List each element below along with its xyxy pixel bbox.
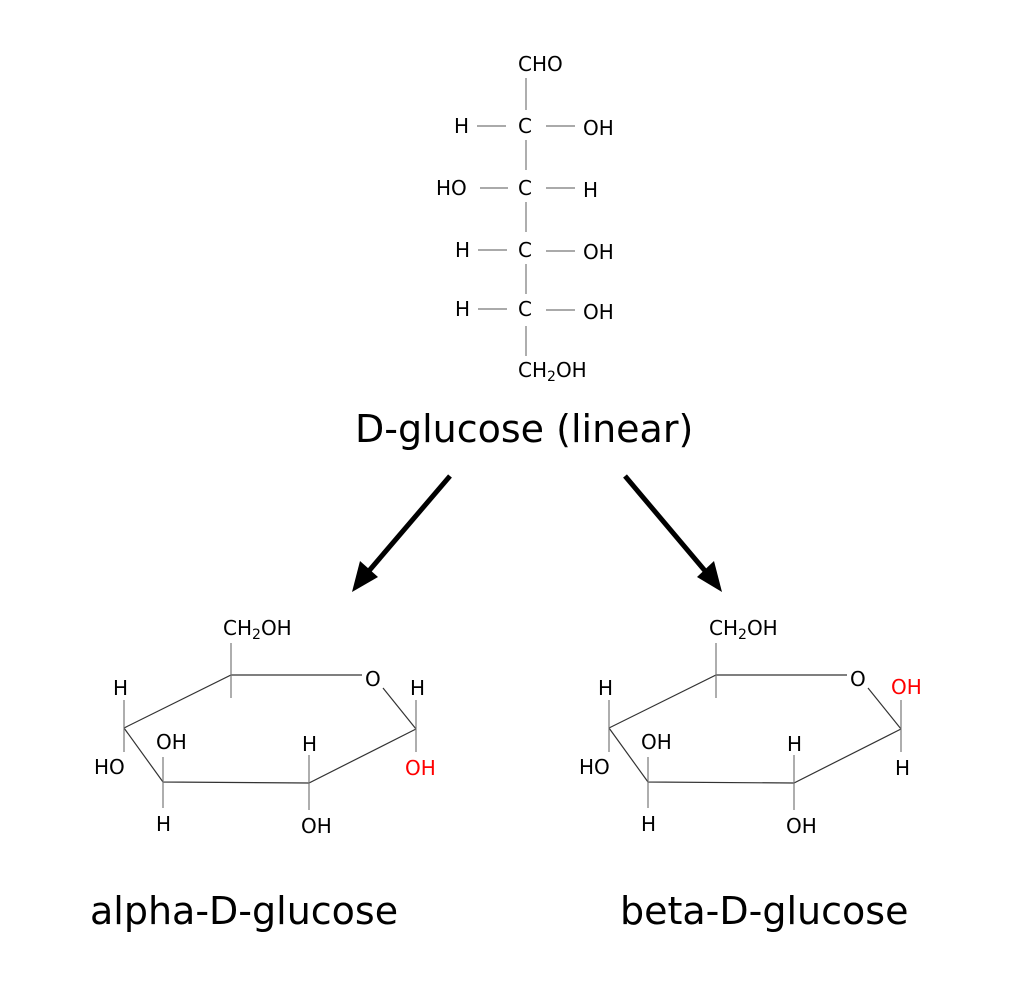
- hydroxymethyl-group: CH2OH: [709, 616, 778, 643]
- arrow-to-beta: [623, 474, 722, 592]
- hydroxymethyl-group: CH2OH: [223, 616, 292, 643]
- alpha-glucose-structure: CH2OH O H OH H OH OH H H HO alpha-D-gluc…: [90, 616, 436, 933]
- c4-hydroxyl: HO: [579, 755, 610, 779]
- aldehyde-group: CHO: [518, 52, 563, 76]
- c3-right-substituent: H: [583, 178, 598, 202]
- c2-right-substituent: OH: [583, 116, 614, 140]
- c3-hydroxyl: OH: [156, 730, 187, 754]
- c4-right-substituent: OH: [583, 240, 614, 264]
- arrow-head-icon: [352, 561, 378, 592]
- carbon-2: C: [518, 114, 532, 138]
- ring-bond: [608, 727, 902, 784]
- c3-hydrogen: H: [641, 812, 656, 836]
- ring-oxygen: O: [365, 667, 381, 691]
- c1-hydrogen: H: [895, 756, 910, 780]
- ring-bond: [123, 727, 417, 784]
- beta-glucose-structure: CH2OH O OH H H OH OH H H HO beta-D-gluco…: [579, 616, 922, 933]
- c2-hydrogen: H: [787, 732, 802, 756]
- c5-left-substituent: H: [455, 297, 470, 321]
- c1-hydrogen: H: [410, 676, 425, 700]
- ring-oxygen: O: [850, 667, 866, 691]
- carbon-4: C: [518, 238, 532, 262]
- ring-bond: [867, 687, 902, 730]
- ring-bond: [382, 687, 417, 730]
- c5-right-substituent: OH: [583, 300, 614, 324]
- c4-hydrogen: H: [598, 676, 613, 700]
- anomeric-hydroxyl: OH: [405, 756, 436, 780]
- c4-left-substituent: H: [455, 238, 470, 262]
- arrow-to-alpha: [352, 474, 452, 592]
- linear-glucose-structure: CHO H C OH HO C H H C OH H C OH CH2OH D-…: [355, 52, 693, 451]
- c2-hydrogen: H: [302, 732, 317, 756]
- c3-hydrogen: H: [156, 812, 171, 836]
- arrow-head-icon: [697, 561, 722, 592]
- c2-hydroxyl: OH: [301, 814, 332, 838]
- c3-hydroxyl: OH: [641, 730, 672, 754]
- c2-hydroxyl: OH: [786, 814, 817, 838]
- ring-bond: [608, 674, 847, 729]
- c4-hydrogen: H: [113, 676, 128, 700]
- hydroxymethyl-group: CH2OH: [518, 358, 587, 385]
- anomeric-hydroxyl: OH: [891, 675, 922, 699]
- carbon-5: C: [518, 297, 532, 321]
- alpha-glucose-title: alpha-D-glucose: [90, 889, 398, 933]
- c4-hydroxyl: HO: [94, 755, 125, 779]
- ring-bond: [123, 674, 362, 729]
- c2-left-substituent: H: [454, 114, 469, 138]
- carbon-3: C: [518, 176, 532, 200]
- beta-glucose-title: beta-D-glucose: [620, 889, 908, 933]
- c3-left-substituent: HO: [436, 176, 467, 200]
- linear-glucose-title: D-glucose (linear): [355, 407, 693, 451]
